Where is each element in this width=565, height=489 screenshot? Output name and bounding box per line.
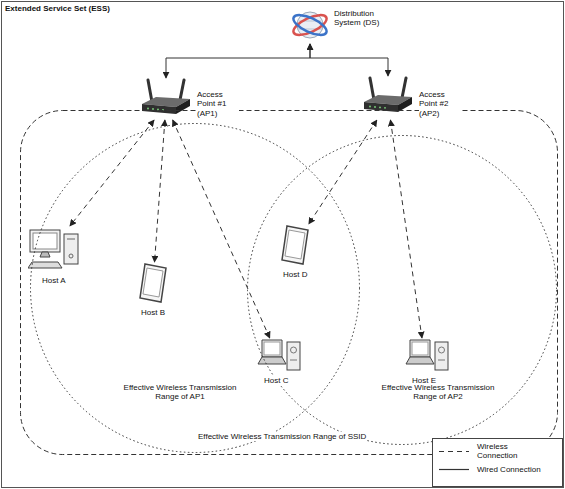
host: Host D — [280, 224, 310, 281]
legend-row: Wired Connection — [437, 465, 501, 474]
node-label: Host C — [264, 376, 288, 385]
node-label: Access Point #1 (AP1) — [197, 90, 239, 118]
legend-sample — [437, 442, 471, 461]
region-outline — [30, 123, 360, 453]
router-icon — [364, 78, 412, 112]
legend-label: Wireless Connection — [477, 442, 541, 461]
host: Host C — [256, 338, 302, 387]
node-label: Host B — [141, 308, 165, 317]
legend-box: Wireless ConnectionWired Connection — [432, 438, 563, 487]
tablet-icon — [282, 226, 308, 264]
range-label: Effective Wireless Transmission Range of… — [120, 383, 240, 402]
node-label: Host D — [283, 270, 307, 279]
frame-title: Extended Service Set (ESS) — [5, 4, 110, 13]
node-label: Host E — [412, 376, 436, 385]
node-label: Access Point #2 (AP2) — [419, 90, 461, 118]
legend-line — [439, 469, 469, 470]
distribution-system: Distribution System (DS) — [290, 4, 398, 44]
legend-label: Wired Connection — [477, 465, 541, 474]
legend-line — [439, 451, 469, 452]
range-label: Effective Wireless Transmission Range of… — [198, 432, 366, 441]
node-label: Host A — [42, 276, 66, 285]
ap-range: Effective Wireless Transmission Range of… — [247, 135, 557, 445]
ap-range: Effective Wireless Transmission Range of… — [30, 123, 360, 453]
wireless-connection — [309, 120, 377, 224]
host: Host E — [404, 338, 450, 387]
laptop-icon — [406, 340, 448, 370]
range-circle — [31, 124, 360, 453]
distribution-globe — [291, 11, 330, 39]
wireless-connection — [390, 120, 422, 338]
router-icon — [142, 80, 190, 114]
access-point: Access Point #1 (AP1) — [140, 78, 241, 120]
tablet-icon — [140, 264, 166, 302]
node-label: Distribution System (DS) — [334, 9, 396, 28]
range-circle — [248, 136, 557, 445]
wireless-connection — [70, 120, 154, 226]
range-label: Effective Wireless Transmission Range of… — [378, 383, 498, 402]
laptop-icon — [258, 340, 300, 370]
host: Host B — [138, 262, 168, 319]
wireless-connection — [173, 120, 270, 338]
host: Host A — [28, 226, 80, 287]
ssid-boundary — [21, 111, 558, 455]
legend-row: Wireless Connection — [437, 442, 501, 461]
legend-sample — [437, 465, 471, 474]
ssid-range: Effective Wireless Transmission Range of… — [20, 110, 558, 455]
wired-connection — [310, 44, 388, 76]
wired-connection — [166, 44, 310, 78]
access-point: Access Point #2 (AP2) — [362, 76, 463, 120]
region-outline — [20, 110, 558, 455]
wireless-connection — [155, 120, 165, 262]
